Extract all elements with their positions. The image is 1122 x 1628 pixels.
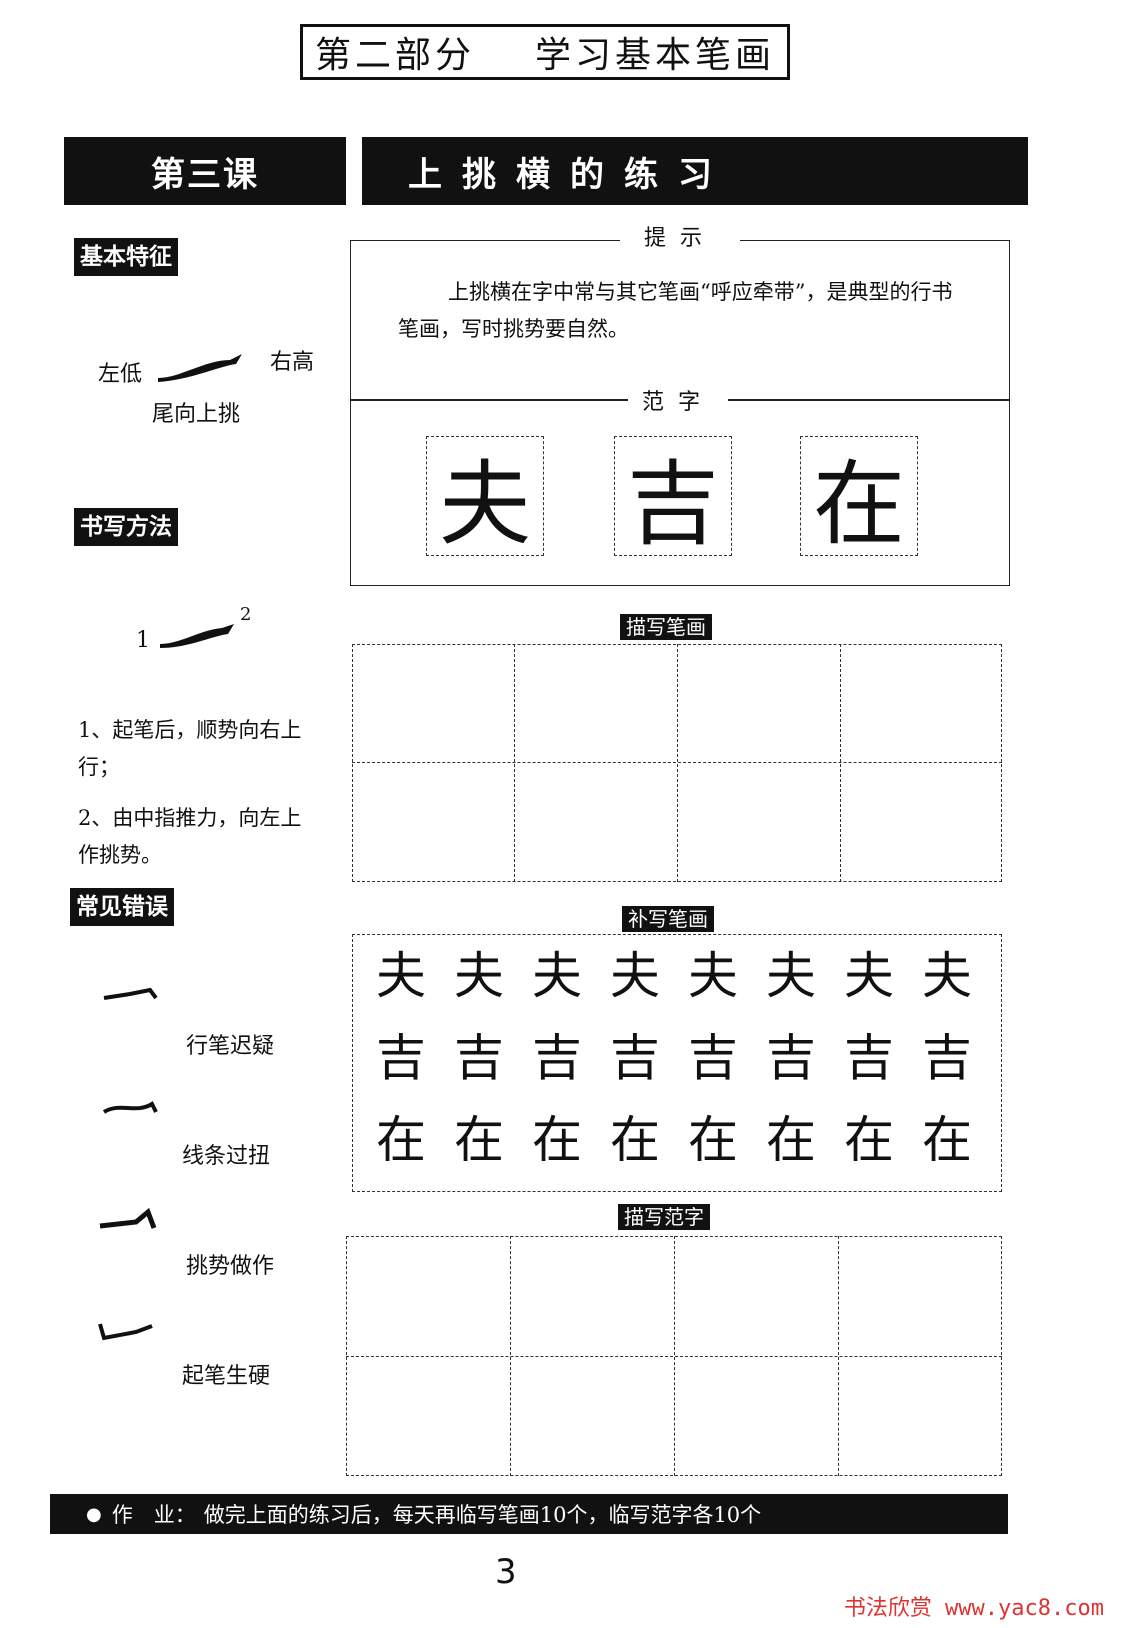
- error-stroke-icon: [102, 1101, 158, 1114]
- practice-char: 在: [532, 1111, 582, 1169]
- practice-char: 夫: [688, 947, 738, 1005]
- lesson-number: 第三课: [64, 137, 346, 205]
- practice-char: 吉: [688, 1029, 738, 1087]
- error-stroke-icon: [98, 1323, 153, 1341]
- error-4: 起笔生硬: [182, 1364, 271, 1389]
- stroke-demo-icon: [160, 624, 234, 648]
- error-stroke-icon: [99, 1207, 157, 1229]
- sample-label: 范字: [628, 384, 729, 416]
- method-step-1: 1、起笔后，顺势向右上行；: [78, 718, 302, 779]
- feature-right: 右高: [270, 350, 315, 375]
- feature-left: 左低: [98, 362, 143, 387]
- homework-label: 作 业：: [111, 1503, 196, 1527]
- practice-row: 吉 吉 吉 吉 吉 吉 吉 吉: [362, 1026, 986, 1090]
- practice-char: 在: [454, 1111, 504, 1169]
- practice-char: 在: [922, 1111, 972, 1169]
- error-1: 行笔迟疑: [186, 1034, 275, 1059]
- part-title: 第二部分 学习基本笔画: [300, 24, 790, 80]
- trace-stroke-label: 描写笔画: [620, 614, 712, 640]
- practice-char: 夫: [922, 947, 972, 1005]
- sample-char: 夫: [426, 436, 544, 558]
- grid-divider: [677, 644, 678, 882]
- grid-divider: [840, 644, 841, 882]
- practice-char: 吉: [454, 1029, 504, 1087]
- practice-char: 吉: [922, 1029, 972, 1087]
- hint-label: 提示: [630, 220, 731, 252]
- complete-stroke-grid[interactable]: [352, 934, 1002, 1192]
- practice-char: 夫: [766, 947, 816, 1005]
- error-stroke-icon: [103, 987, 158, 1000]
- practice-char: 在: [376, 1111, 426, 1169]
- watermark: 书法欣赏 www.yac8.com: [843, 1596, 1104, 1621]
- section-basic: 基本特征: [74, 238, 178, 276]
- practice-char: 吉: [844, 1029, 894, 1087]
- part-name: 学习基本笔画: [535, 35, 776, 76]
- practice-char: 吉: [766, 1029, 816, 1087]
- grid-divider: [510, 1236, 511, 1476]
- practice-char: 夫: [376, 947, 426, 1005]
- practice-char: 夫: [610, 947, 660, 1005]
- lesson-title: 上挑横的练习: [362, 137, 1028, 205]
- practice-char: 在: [766, 1111, 816, 1169]
- error-3: 挑势做作: [186, 1254, 275, 1279]
- grid-divider: [674, 1236, 675, 1476]
- practice-char: 在: [610, 1111, 660, 1169]
- feature-tail: 尾向上挑: [152, 402, 241, 427]
- complete-stroke-label: 补写笔画: [622, 906, 714, 932]
- grid-divider: [514, 644, 515, 882]
- practice-char: 夫: [844, 947, 894, 1005]
- practice-char: 吉: [376, 1029, 426, 1087]
- practice-char: 夫: [532, 947, 582, 1005]
- method-step-2: 2、由中指推力，向左上作挑势。: [78, 806, 302, 867]
- stroke-order-end: 2: [240, 604, 252, 625]
- sample-char: 在: [800, 436, 918, 558]
- grid-divider: [838, 1236, 839, 1476]
- part-label: 第二部分: [314, 35, 475, 76]
- error-2: 线条过扭: [182, 1144, 271, 1169]
- bullet-icon: ●: [86, 1503, 102, 1525]
- stroke-order-start: 1: [136, 628, 150, 653]
- practice-char: 吉: [532, 1029, 582, 1087]
- practice-char: 在: [844, 1111, 894, 1169]
- trace-chars-label: 描写范字: [618, 1204, 710, 1230]
- section-errors: 常见错误: [70, 888, 174, 926]
- hint-box-border: [350, 240, 620, 241]
- practice-char: 在: [688, 1111, 738, 1169]
- hint-box-border: [740, 240, 1010, 241]
- upward-stroke-icon: [158, 354, 242, 382]
- homework-text: 做完上面的练习后，每天再临写笔画10个，临写范字各10个: [203, 1503, 762, 1527]
- practice-char: 吉: [610, 1029, 660, 1087]
- hint-text: 上挑横在字中常与其它笔画“呼应牵带”，是典型的行书笔画，写时挑势要自然。: [398, 280, 953, 341]
- homework-bar: ● 作 业： 做完上面的练习后，每天再临写笔画10个，临写范字各10个: [50, 1494, 1008, 1534]
- sample-char: 吉: [614, 436, 732, 558]
- page-number: 3: [495, 1552, 517, 1592]
- practice-row: 夫 夫 夫 夫 夫 夫 夫 夫: [362, 944, 986, 1008]
- section-method: 书写方法: [74, 508, 178, 546]
- practice-char: 夫: [454, 947, 504, 1005]
- complete-stroke-rows: 夫 夫 夫 夫 夫 夫 夫 夫 吉 吉 吉 吉 吉 吉 吉 吉 在 在 在 在 …: [362, 944, 986, 1172]
- practice-row: 在 在 在 在 在 在 在 在: [362, 1108, 986, 1172]
